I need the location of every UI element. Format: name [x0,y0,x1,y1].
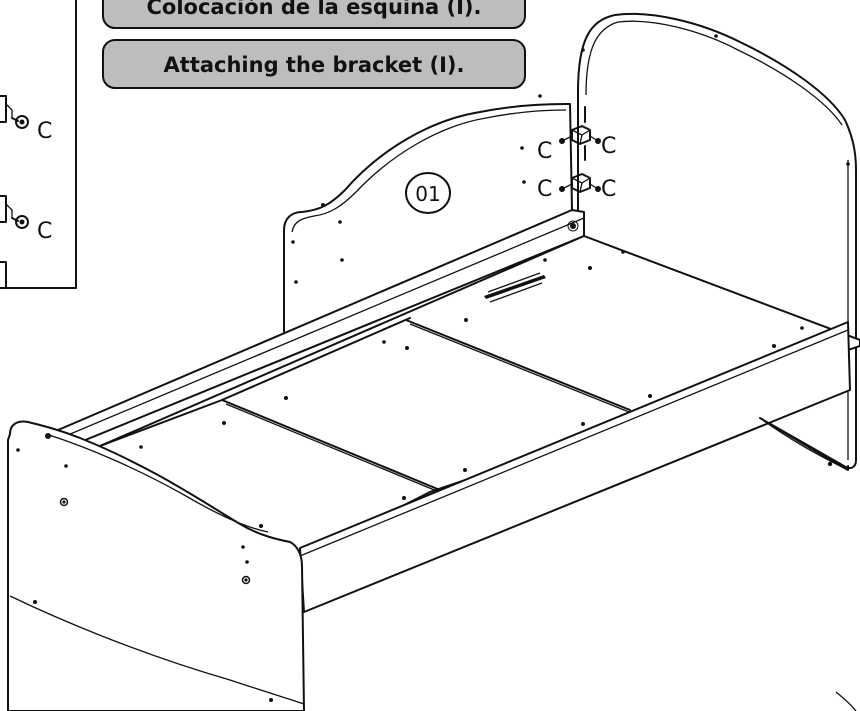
detail-inset: C C [0,0,77,289]
screw-label-upper-left: C [537,139,552,164]
bracket-assembly-lower: C C [537,173,616,202]
banner-spanish: Colocación de la esquina (I). [102,0,526,29]
detail-part-label-top: C [37,119,52,144]
label-strip [484,272,546,303]
inset-border [0,0,77,289]
detail-fragment [0,261,7,289]
step-number: 01 [415,182,440,206]
screw-label-lower-left: C [537,177,552,202]
screw-label-upper-right: C [601,134,616,159]
rear-leg [759,417,857,711]
footboard [7,420,305,711]
step-badge: 01 [405,172,451,214]
screw-label-lower-right: C [601,177,616,202]
detail-bracket-screw-top: C [0,95,52,144]
banner-english-text: Attaching the bracket (I). [164,53,465,77]
bed-base-slats [99,235,860,559]
banner-english: Attaching the bracket (I). [102,39,526,89]
bracket-assembly-upper: C C [537,106,616,164]
back-side-rail [43,209,585,453]
banner-spanish-text: Colocación de la esquina (I). [146,0,481,19]
detail-part-label-bottom: C [37,219,52,244]
middle-headboard: 01 [283,94,573,335]
detail-bracket-screw-bottom: C [0,195,52,244]
